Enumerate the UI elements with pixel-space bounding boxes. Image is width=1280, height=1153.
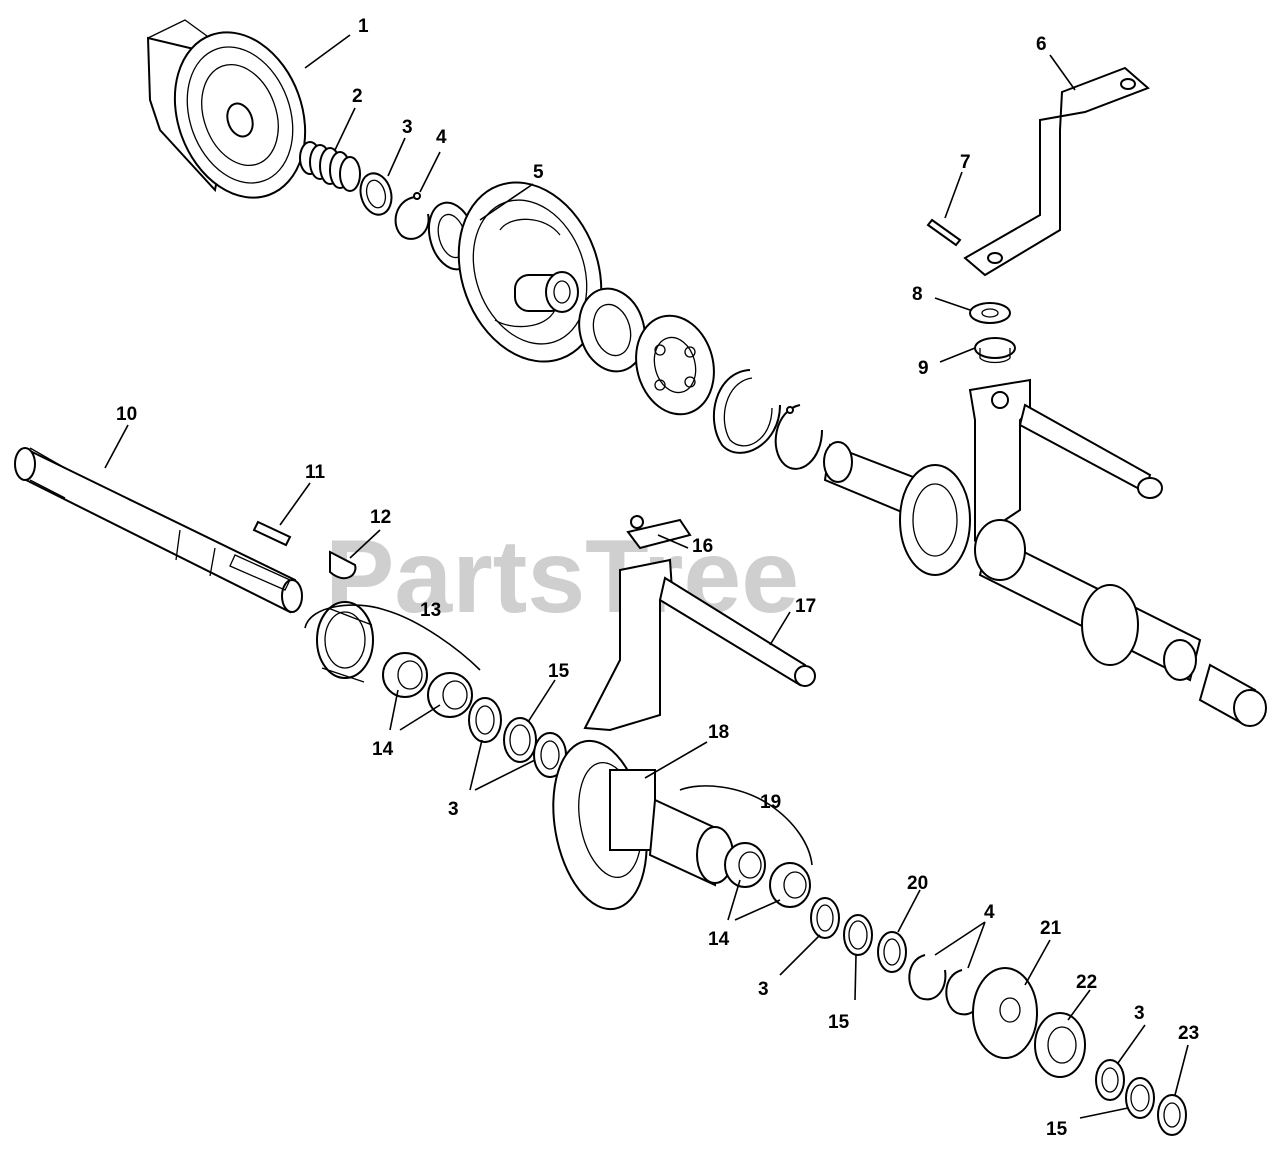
callout: 7	[960, 152, 971, 173]
pinion-gear-part[interactable]	[1034, 1012, 1086, 1078]
callout: 9	[918, 358, 929, 379]
end-washer-set-part[interactable]	[1095, 1059, 1187, 1136]
lower-washer-set-part[interactable]	[810, 897, 907, 973]
callout: 17	[795, 596, 816, 617]
callout: 20	[907, 873, 928, 894]
callout: 22	[1076, 972, 1097, 993]
callout: 3	[758, 979, 769, 1000]
spur-gear-part[interactable]	[541, 733, 659, 916]
shift-key-part[interactable]	[626, 515, 692, 550]
thrust-bearing-part[interactable]	[503, 717, 537, 763]
needle-bearing-part[interactable]	[382, 652, 473, 718]
woodruff-key-part[interactable]	[329, 550, 357, 580]
callout: 14	[708, 929, 730, 950]
lower-snap-rings-part[interactable]	[908, 954, 984, 1016]
key-part[interactable]	[252, 520, 292, 547]
upper-shaft-assembly-part[interactable]	[823, 378, 1267, 727]
callout: 3	[448, 799, 459, 820]
flat-washer-part[interactable]	[969, 302, 1011, 324]
small-bevel-gear-part[interactable]	[972, 967, 1038, 1059]
thrust-washer-part[interactable]	[468, 697, 502, 743]
callout: 13	[420, 600, 441, 621]
shift-fork-part[interactable]	[583, 558, 816, 732]
shift-bracket-part[interactable]	[963, 66, 1150, 277]
callout: 11	[305, 462, 326, 483]
gear-sleeve-part[interactable]	[648, 798, 811, 908]
callout: 23	[1178, 1023, 1199, 1044]
washer-part[interactable]	[356, 170, 396, 218]
callout: 5	[533, 162, 544, 183]
gear-part[interactable]	[316, 601, 374, 683]
callouts: 1 2 3 4 5 6 7 8 9 10 11 12 13 14 15 16	[104, 16, 1199, 1140]
callout: 3	[402, 117, 413, 138]
callout: 14	[372, 739, 394, 760]
spring-part[interactable]	[299, 141, 361, 192]
callout: 2	[352, 86, 363, 107]
callout: 16	[692, 536, 713, 557]
callout: 4	[436, 127, 447, 148]
clutch-assembly-part[interactable]	[422, 162, 823, 470]
callout: 15	[1046, 1119, 1068, 1140]
callout: 4	[984, 902, 995, 923]
callout: 10	[116, 404, 137, 425]
main-shaft-part[interactable]	[14, 447, 303, 614]
callout: 12	[370, 507, 391, 528]
callout: 19	[760, 792, 781, 813]
bushing-part[interactable]	[974, 337, 1016, 364]
snap-ring-part[interactable]	[394, 192, 430, 240]
pulley-part[interactable]	[146, 14, 327, 216]
callout: 6	[1036, 34, 1047, 55]
callout: 8	[912, 284, 923, 305]
roll-pin-part[interactable]	[926, 218, 962, 247]
callout: 1	[358, 16, 369, 37]
callout: 3	[1134, 1003, 1145, 1024]
callout: 15	[828, 1012, 850, 1033]
callout: 18	[708, 722, 729, 743]
callout: 21	[1040, 918, 1062, 939]
callout: 15	[548, 661, 570, 682]
